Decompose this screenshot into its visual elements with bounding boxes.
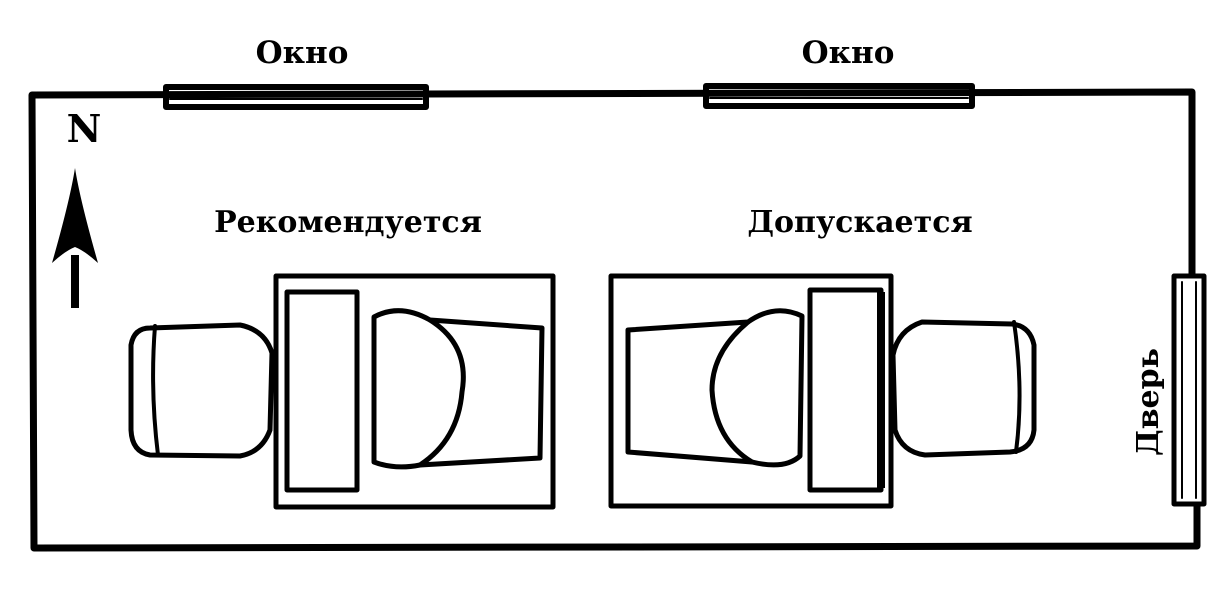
window-left-label: Окно (256, 35, 349, 71)
room-walls (28, 88, 1201, 552)
north-arrow-icon (52, 168, 98, 308)
zone-allowed-label: Допускается (747, 205, 972, 240)
zone-frame-allowed (608, 273, 894, 509)
desk (284, 289, 360, 493)
window-right (703, 83, 975, 109)
zone-frame-recommended (273, 273, 556, 510)
window-right-label: Окно (802, 35, 895, 71)
window-left (163, 84, 429, 110)
door (1171, 273, 1207, 507)
arrangement-allowed (608, 273, 1037, 509)
north-label: N (67, 106, 102, 151)
desk (807, 287, 884, 493)
zone-recommended-label: Рекомендуется (214, 205, 482, 240)
chair (625, 308, 805, 468)
armchair (128, 322, 275, 459)
armchair (890, 319, 1037, 458)
door-label: Дверь (1131, 348, 1166, 456)
arrangement-recommended (128, 273, 556, 510)
chair (371, 308, 545, 470)
